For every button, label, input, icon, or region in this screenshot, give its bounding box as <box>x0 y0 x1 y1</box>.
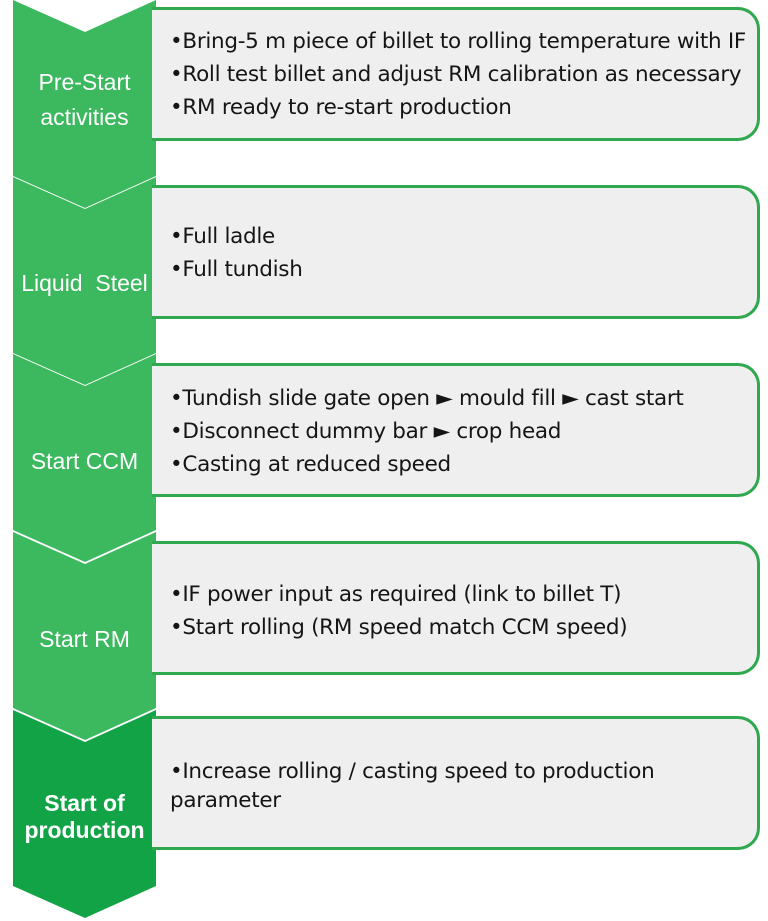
stage-label-line: Start RM <box>39 625 130 652</box>
bullet-list: •Bring-5 m piece of billet to rolling te… <box>170 25 751 124</box>
bullet-list: •IF power input as required (link to bil… <box>170 578 751 644</box>
list-item: •RM ready to re-start production <box>170 95 512 120</box>
chevron-arrow-shape <box>13 532 157 740</box>
stage-label-line: Start CCM <box>30 447 139 474</box>
stage-label: Start RM <box>13 586 156 692</box>
bullet-list: •Tundish slide gate open ► mould fill ► … <box>170 382 751 481</box>
stage-label-line: Start of <box>44 790 125 816</box>
list-item: •Bring-5 m piece of billet to rolling te… <box>170 29 746 54</box>
stage-label: Start of production <box>13 764 156 870</box>
list-item: •Tundish slide gate open ► mould fill ► … <box>170 386 684 411</box>
list-item: •Disconnect dummy bar ► crop head <box>170 419 562 444</box>
stage-label: Start CCM <box>13 408 156 514</box>
stage-label-line: Pre-Start <box>38 69 131 95</box>
description-box: •Tundish slide gate open ► mould fill ► … <box>152 363 760 497</box>
description-box: •Bring-5 m piece of billet to rolling te… <box>152 7 760 141</box>
list-item: •Roll test billet and adjust RM calibrat… <box>170 62 742 87</box>
stage-label: Liquid Steel <box>13 230 156 336</box>
description-box: •Full ladle •Full tundish <box>152 185 760 319</box>
stage-label: Pre-Start activities <box>13 30 156 170</box>
description-box: •Increase rolling / casting speed to pro… <box>152 716 760 850</box>
stage-label-line: Liquid Steel <box>21 269 148 296</box>
list-item: •Casting at reduced speed <box>170 452 451 477</box>
chevron-arrow-shape <box>13 0 157 208</box>
stage-label-line: production <box>24 817 145 843</box>
list-item: •Increase rolling / casting speed to pro… <box>170 759 655 813</box>
description-box: •IF power input as required (link to bil… <box>152 541 760 675</box>
chevron-arrow-shape <box>13 354 157 562</box>
list-item: •Full ladle <box>170 224 275 249</box>
list-item: •Full tundish <box>170 257 303 282</box>
chevron-arrow-shape <box>13 177 157 385</box>
chevron-arrow-shape <box>13 710 157 918</box>
list-item: •IF power input as required (link to bil… <box>170 582 622 607</box>
bullet-list: •Full ladle •Full tundish <box>170 220 751 286</box>
stage-label-line: activities <box>40 104 129 130</box>
list-item: •Start rolling (RM speed match CCM speed… <box>170 615 628 640</box>
bullet-list: •Increase rolling / casting speed to pro… <box>170 757 667 815</box>
